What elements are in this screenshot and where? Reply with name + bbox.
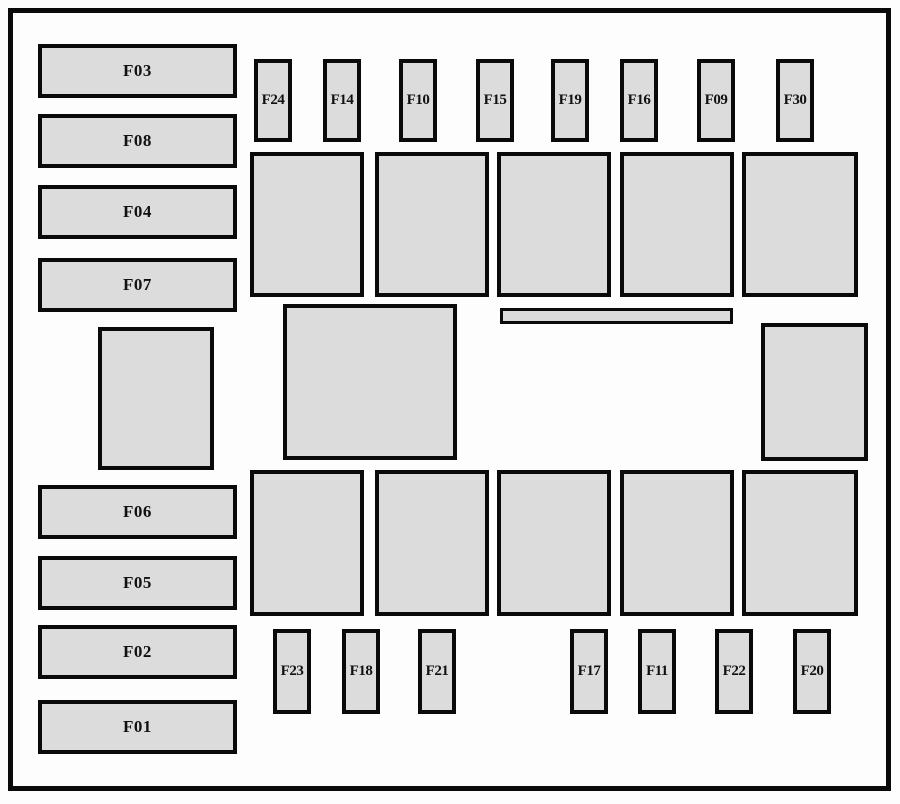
fuse-label: F11 (646, 663, 668, 679)
fuse-label: F19 (558, 92, 582, 108)
connector-strip (500, 308, 733, 324)
fuse-label: F22 (722, 663, 746, 679)
fuse-label: F08 (123, 131, 152, 150)
fuse-label: F01 (123, 717, 152, 736)
fuse-f07: F07 (38, 258, 237, 312)
fuse-f18: F18 (342, 629, 380, 714)
fuse-f21: F21 (418, 629, 456, 714)
relay-box (250, 470, 364, 616)
fuse-label: F05 (123, 573, 152, 592)
fuse-label: F23 (280, 663, 304, 679)
fuse-label: F20 (800, 663, 824, 679)
relay-box (742, 152, 858, 297)
fuse-label: F18 (349, 663, 373, 679)
fuse-label: F21 (425, 663, 449, 679)
fuse-f06: F06 (38, 485, 237, 539)
fuse-f04: F04 (38, 185, 237, 239)
fuse-label: F07 (123, 275, 152, 294)
fuse-label: F09 (704, 92, 728, 108)
fuse-f20: F20 (793, 629, 831, 714)
fuse-f23: F23 (273, 629, 311, 714)
relay-box-left (98, 327, 214, 470)
fuse-f30: F30 (776, 59, 814, 142)
fuse-f08: F08 (38, 114, 237, 168)
relay-box (742, 470, 858, 616)
fuse-label: F14 (330, 92, 354, 108)
relay-box (250, 152, 364, 297)
fuse-label: F24 (261, 92, 285, 108)
fuse-f16: F16 (620, 59, 658, 142)
fuse-f02: F02 (38, 625, 237, 679)
fuse-f15: F15 (476, 59, 514, 142)
relay-box (375, 152, 489, 297)
relay-box (620, 470, 734, 616)
fuse-label: F02 (123, 642, 152, 661)
fuse-f09: F09 (697, 59, 735, 142)
fuse-f01: F01 (38, 700, 237, 754)
fuse-f19: F19 (551, 59, 589, 142)
fuse-label: F16 (627, 92, 651, 108)
fuse-f24: F24 (254, 59, 292, 142)
relay-box-center (283, 304, 457, 460)
fuse-f14: F14 (323, 59, 361, 142)
relay-box (375, 470, 489, 616)
fuse-label: F17 (577, 663, 601, 679)
fuse-f05: F05 (38, 556, 237, 610)
fuse-label: F30 (783, 92, 807, 108)
fuse-f10: F10 (399, 59, 437, 142)
fuse-label: F10 (406, 92, 430, 108)
fuse-label: F15 (483, 92, 507, 108)
fuse-f17: F17 (570, 629, 608, 714)
relay-box (497, 470, 611, 616)
relay-box (620, 152, 734, 297)
fuse-label: F06 (123, 502, 152, 521)
fuse-label: F03 (123, 61, 152, 80)
fuse-f11: F11 (638, 629, 676, 714)
fuse-label: F04 (123, 202, 152, 221)
relay-box (497, 152, 611, 297)
fuse-f22: F22 (715, 629, 753, 714)
relay-box-right (761, 323, 868, 461)
fuse-f03: F03 (38, 44, 237, 98)
